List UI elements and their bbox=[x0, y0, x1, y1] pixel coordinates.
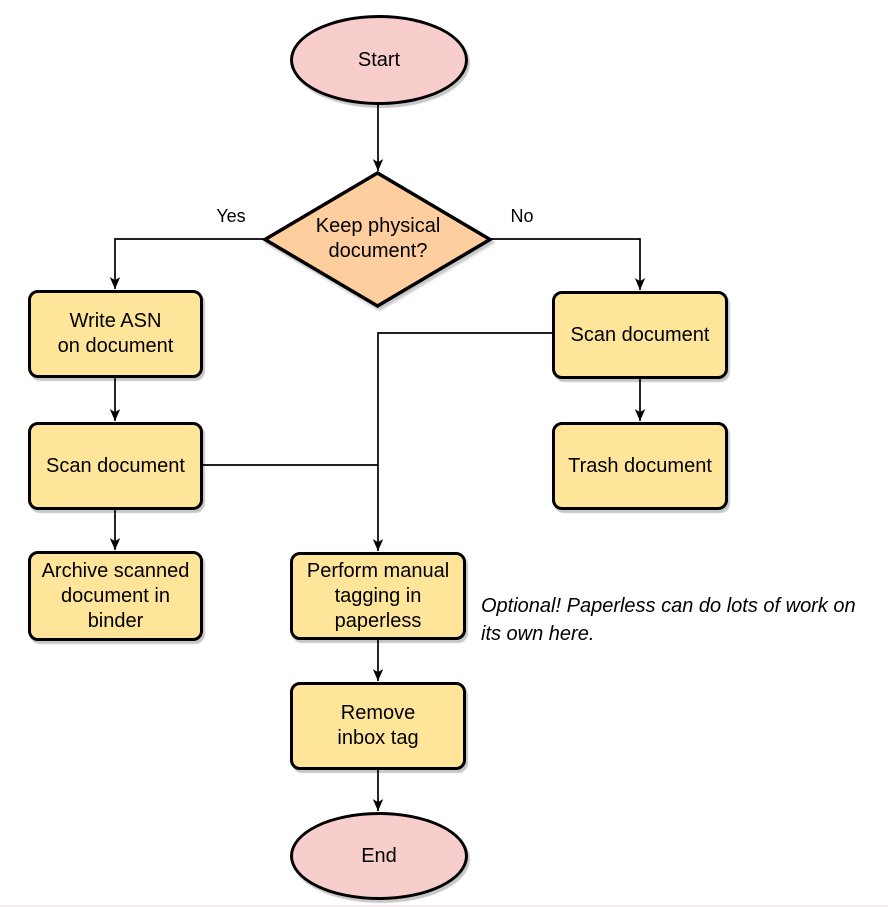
node-end-label: End bbox=[361, 844, 397, 867]
bottom-hairline bbox=[0, 905, 888, 907]
node-manual-tagging[interactable]: Perform manual tagging in paperless bbox=[290, 552, 466, 640]
node-decision-label-box: Keep physical document? bbox=[278, 214, 478, 264]
edge-label-no: No bbox=[510, 206, 534, 226]
node-scan-document-right-label: Scan document bbox=[570, 323, 710, 346]
edge-label-yes: Yes bbox=[216, 206, 246, 226]
node-remove-inbox-tag[interactable]: Remove inbox tag bbox=[290, 682, 466, 770]
node-write-asn-label: Write ASN on document bbox=[57, 310, 174, 357]
node-trash-document[interactable]: Trash document bbox=[552, 422, 728, 510]
node-start-label: Start bbox=[357, 48, 401, 71]
node-archive-document[interactable]: Archive scanned document in binder bbox=[28, 551, 203, 641]
node-decision-label: Keep physical document? bbox=[315, 215, 441, 262]
node-trash-document-label: Trash document bbox=[568, 454, 712, 477]
node-scan-document-right[interactable]: Scan document bbox=[552, 291, 728, 379]
node-decision-diamond[interactable] bbox=[261, 170, 494, 309]
node-manual-tagging-label: Perform manual tagging in paperless bbox=[306, 559, 450, 632]
edge-scan-right-to-tagging bbox=[372, 332, 552, 551]
node-write-asn[interactable]: Write ASN on document bbox=[28, 290, 203, 378]
node-end[interactable]: End bbox=[290, 812, 468, 900]
node-archive-document-label: Archive scanned document in binder bbox=[41, 559, 190, 632]
node-start[interactable]: Start bbox=[290, 15, 468, 105]
edge-decision-no-to-scan-right bbox=[489, 238, 646, 290]
annotation-note: Optional! Paperless can do lots of work … bbox=[481, 595, 856, 645]
node-scan-document-left-label: Scan document bbox=[46, 454, 185, 477]
node-scan-document-left[interactable]: Scan document bbox=[28, 422, 203, 510]
node-remove-inbox-tag-label: Remove inbox tag bbox=[337, 702, 419, 749]
edge-decision-yes-to-write-asn bbox=[109, 238, 267, 289]
